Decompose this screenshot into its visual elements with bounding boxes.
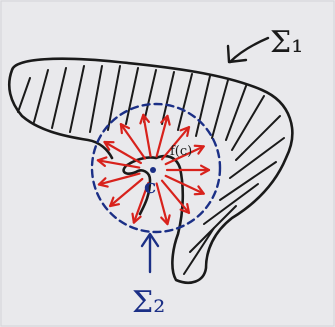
- center-point: [150, 167, 156, 173]
- field-label: f(c): [170, 144, 192, 159]
- sigma1-label: Σ₁: [270, 25, 303, 60]
- sigma2-label: Σ₂: [132, 285, 165, 320]
- center-label: c: [144, 174, 156, 198]
